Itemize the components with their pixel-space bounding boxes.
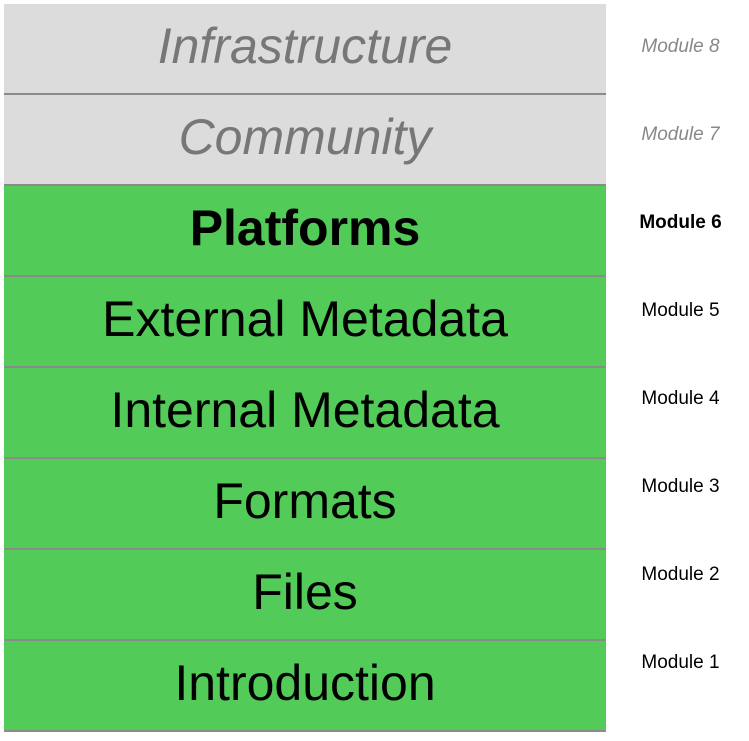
module-label-3: Module 3 xyxy=(641,475,720,497)
module-label-6: Module 6 xyxy=(639,211,722,233)
layer-platforms: Platforms xyxy=(4,186,606,277)
module-label-7: Module 7 xyxy=(641,123,720,145)
layer-stack: Infrastructure Community Platforms Exter… xyxy=(4,4,606,732)
layer-external-metadata: External Metadata xyxy=(4,277,606,368)
layer-community: Community xyxy=(4,95,606,186)
layer-formats: Formats xyxy=(4,459,606,550)
module-label-4: Module 4 xyxy=(641,387,720,409)
layer-label: Introduction xyxy=(174,654,436,711)
layer-label: Internal Metadata xyxy=(110,381,500,438)
module-column: Module 8 Module 7 Module 6 Module 5 Modu… xyxy=(612,4,749,708)
layer-files: Files xyxy=(4,550,606,641)
module-label-1: Module 1 xyxy=(641,651,720,673)
layer-infrastructure: Infrastructure xyxy=(4,4,606,95)
layer-label: Platforms xyxy=(189,199,421,256)
layer-label: Files xyxy=(252,563,358,620)
layer-label: Community xyxy=(178,108,432,165)
layer-label: Formats xyxy=(213,472,397,529)
layer-internal-metadata: Internal Metadata xyxy=(4,368,606,459)
module-label-8: Module 8 xyxy=(641,35,720,57)
module-label-5: Module 5 xyxy=(641,299,720,321)
layer-label: Infrastructure xyxy=(157,17,453,74)
module-label-2: Module 2 xyxy=(641,563,720,585)
layer-introduction: Introduction xyxy=(4,641,606,732)
layer-label: External Metadata xyxy=(102,290,508,347)
